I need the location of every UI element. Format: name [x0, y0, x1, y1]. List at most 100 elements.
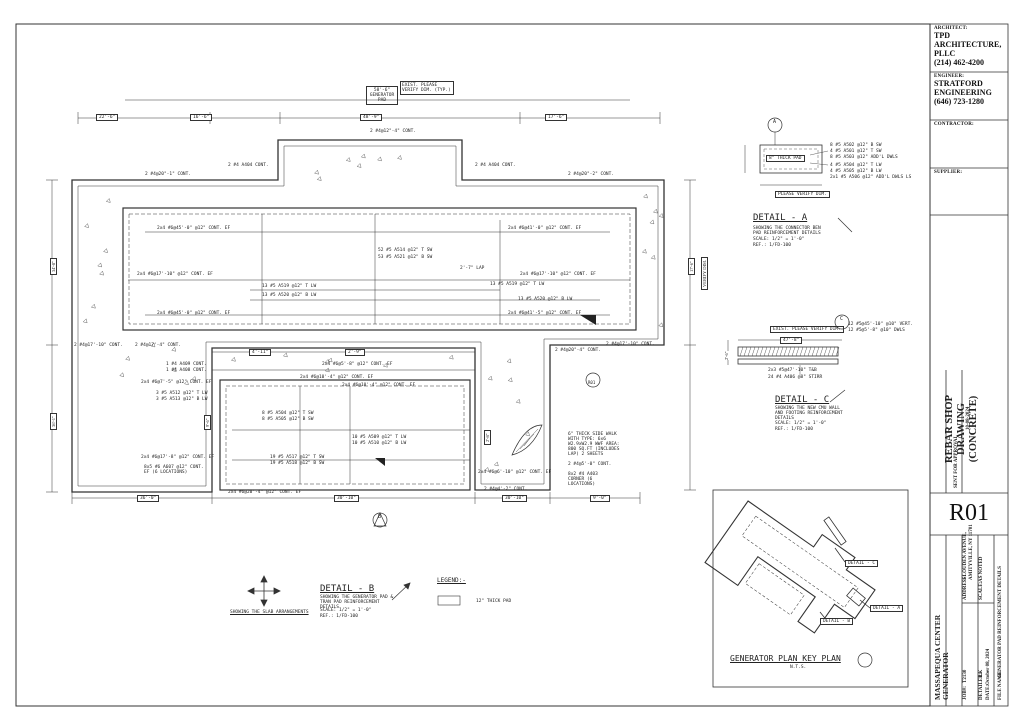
- job-label: JOB#:: [963, 686, 968, 700]
- note-9: 2x4 #6@17'-10" @12" CONT. EF: [137, 272, 213, 277]
- architect-name: TPD ARCHITECTURE, PLLC: [934, 31, 1002, 58]
- note-3: 2 #4@20"-1" CONT.: [145, 172, 192, 177]
- detail-b-arrow: [391, 582, 411, 601]
- generator-pad-tag: 58'-6" GENERATOR PAD: [366, 86, 398, 105]
- note-29: 2x4 #6@10'-4" @12" CONT. EF: [342, 383, 416, 388]
- note-5: 2x4 #6@45'-0" @12" CONT. EF: [157, 226, 231, 231]
- dim-top-4: 17'-6": [545, 114, 568, 121]
- detail-a-verify: PLEASE VERIFY DIM.: [775, 191, 830, 198]
- dim-mid-1: 4'-11": [249, 349, 272, 356]
- legend-title: LEGEND:-: [437, 577, 466, 584]
- note-2: 2 #4 A404 CONT.: [475, 163, 516, 168]
- note-38: 2x4 #6@20'-4" @12" CONT. EF: [228, 490, 302, 495]
- note-11: 13 #5 A519 @12" T LW: [262, 284, 317, 289]
- slab-arrangement-symbol: [247, 575, 281, 607]
- note-24: 2x4 #6@7'-5" @12" CONT. EF: [141, 380, 212, 385]
- plan-view: [46, 99, 696, 504]
- detail-a-section: [744, 132, 853, 233]
- dim-left-1: 34'-8": [50, 258, 57, 275]
- project-name: MASSAPEQUA CENTER GENERATOR: [933, 614, 950, 700]
- detail-c-callout-4: 24 #4 A406 @8" STIRR: [768, 375, 823, 380]
- note-8: 53 #5 A521 @12" B SW: [378, 255, 433, 260]
- note-31: 8 #5 A505 @12" B SW: [262, 417, 314, 422]
- architect-phone: (214) 462-4200: [934, 58, 984, 67]
- key-plan-label-b: DETAIL - B: [820, 618, 854, 625]
- dim-top-3: 48'-9": [360, 114, 383, 121]
- dim-bottom-2: 30'-10": [334, 495, 359, 502]
- note-36: 2x4 #6@17'-8" @12" CONT. EF: [141, 455, 215, 460]
- note-42: 6" THICK SIDE WALK WITH TYPE: 6x6 W2.9xW…: [568, 432, 620, 457]
- dim-mid-3: 9'-6": [204, 415, 211, 430]
- note-34: 19 #5 A517 @12" T SW: [270, 455, 325, 460]
- engineer-phone: (646) 723-1280: [934, 97, 984, 106]
- plan-labels: 58'-6" GENERATOR PAD EXIST. PLEASE VERIF…: [50, 81, 914, 670]
- note-35: 19 #5 A518 @12" B SW: [270, 461, 325, 466]
- submittal-status: SENT FOR APPROVAL: [954, 435, 959, 488]
- detail-a-callout-3: 8 #5 A503 @12" ADD'L DWLS: [830, 155, 898, 160]
- scale-label: SCALE:: [979, 581, 984, 600]
- note-39: 2x4 #6@6'-10" @12" CONT. EF: [478, 470, 552, 475]
- dim-bottom-3: 30'-10": [502, 495, 527, 502]
- note-18: 2 #4@17'-10" CONT.: [74, 343, 123, 348]
- detail-c-scale: SCALE: 1/2" = 1'-0": [775, 421, 827, 426]
- concrete-hatch: [82, 153, 664, 472]
- note-41: 8x2 #4 A403 CORNER (6 LOCATIONS): [568, 472, 598, 487]
- note-25: 3 #5 A512 @12" T LW: [156, 391, 208, 396]
- dim-top-2: 16'-6": [190, 114, 213, 121]
- note-0: 2 #4@12"-4" CONT.: [370, 129, 417, 134]
- engineer-label: ENGINEER:: [934, 74, 965, 79]
- detail-b-title: DETAIL - B: [320, 584, 375, 594]
- detail-a-pad-note: 8" THICK PAD: [766, 155, 805, 162]
- detail-c-ref: REF.: 1/FD-100: [775, 427, 813, 432]
- supplier-label: SUPPLIER:: [934, 170, 963, 175]
- filename-value: GENERATOR PAD REINFORCEMENT DETAILS: [998, 566, 1003, 678]
- note-20: 2 #4@20"-4" CONT.: [555, 348, 602, 353]
- key-plan-label-a: DETAIL - A: [870, 605, 904, 612]
- contractor-label: CONTRACTOR:: [934, 122, 974, 127]
- cut-label-c: C: [840, 316, 844, 322]
- note-19: 2 #4@17'-4" CONT.: [135, 343, 182, 348]
- detail-c-callout-2: 12 #5@5'-8" @10" DWLS: [848, 328, 905, 333]
- note-15: 2x4 #6@17'-10" @12" CONT. EF: [520, 272, 596, 277]
- address-line1: 1 LOUDEN AVENUE,: [963, 532, 968, 580]
- key-plan-nts: N.T.S.: [790, 665, 807, 670]
- architect-label: ARCHITECT:: [934, 26, 968, 31]
- date-label: DATE:: [986, 684, 991, 700]
- dim-bottom-1: 36'-0": [137, 495, 160, 502]
- key-plan-label-c: DETAIL - C: [845, 560, 879, 567]
- scale-value: AS NOTED: [979, 556, 984, 582]
- sheet-ref-tag: R01: [588, 380, 596, 385]
- note-28: 2x4 #6@10'-4" @12" CONT. EF: [300, 375, 374, 380]
- note-32: 10 #5 A509 @12" T LW: [352, 435, 407, 440]
- detail-c-callout-3: 2x3 #5@47'-10" T&B: [768, 368, 817, 373]
- title-block-grid: [929, 23, 1009, 707]
- date-value: October 08, 2024: [986, 648, 991, 685]
- detail-a-callout-2: 4 #5 A501 @12" T SW: [830, 149, 882, 154]
- dim-left-2: 36'-1": [50, 413, 57, 430]
- detail-b-scale: SCALE: 1/2" = 1'-0": [320, 608, 372, 613]
- detail-c-title: DETAIL - C: [775, 395, 830, 405]
- detail-c-callout-1: 12 #5@45'-10" @10" VERT.: [848, 322, 914, 327]
- detail-c-dim-side: 2'-6": [724, 351, 729, 360]
- note-22: 1 #4 A409 CONT.: [166, 362, 207, 367]
- detail-a-callout-6: 2x1 #5 A506 @12" ADD'L DWLS LS: [830, 175, 912, 180]
- detail-c-verify: EXIST. PLEASE VERIFY DIM.: [770, 326, 844, 333]
- detail-b-ref: REF.: 1/FD-100: [320, 614, 358, 619]
- detail-a-callout-1: 8 #5 A502 @12" B SW: [830, 143, 882, 148]
- cut-label-b: B: [378, 514, 382, 520]
- note-33: 10 #5 A510 @12" B LW: [352, 441, 407, 446]
- note-16: 2x4 #6@45'-0" @12" CONT. EF: [157, 311, 231, 316]
- engineer-name: STRATFORD ENGINEERING: [934, 79, 992, 97]
- detail-a-title: DETAIL - A: [753, 213, 808, 223]
- supplier-block: SUPPLIER:: [934, 170, 962, 175]
- job-value: T2130: [963, 669, 968, 683]
- note-1: 2 #4 A404 CONT.: [228, 163, 269, 168]
- dim-bottom-4: 9'-0": [590, 495, 610, 502]
- note-12: 13 #5 A520 @12" B LW: [262, 293, 317, 298]
- section-cuts: [372, 117, 873, 668]
- note-6: 2x4 #6@41'-0" @12" CONT. EF: [508, 226, 582, 231]
- drawing-title: REBAR SHOP DRAWING (CONCRETE): [944, 395, 979, 463]
- note-14: 13 #5 A520 @12" B LW: [518, 297, 573, 302]
